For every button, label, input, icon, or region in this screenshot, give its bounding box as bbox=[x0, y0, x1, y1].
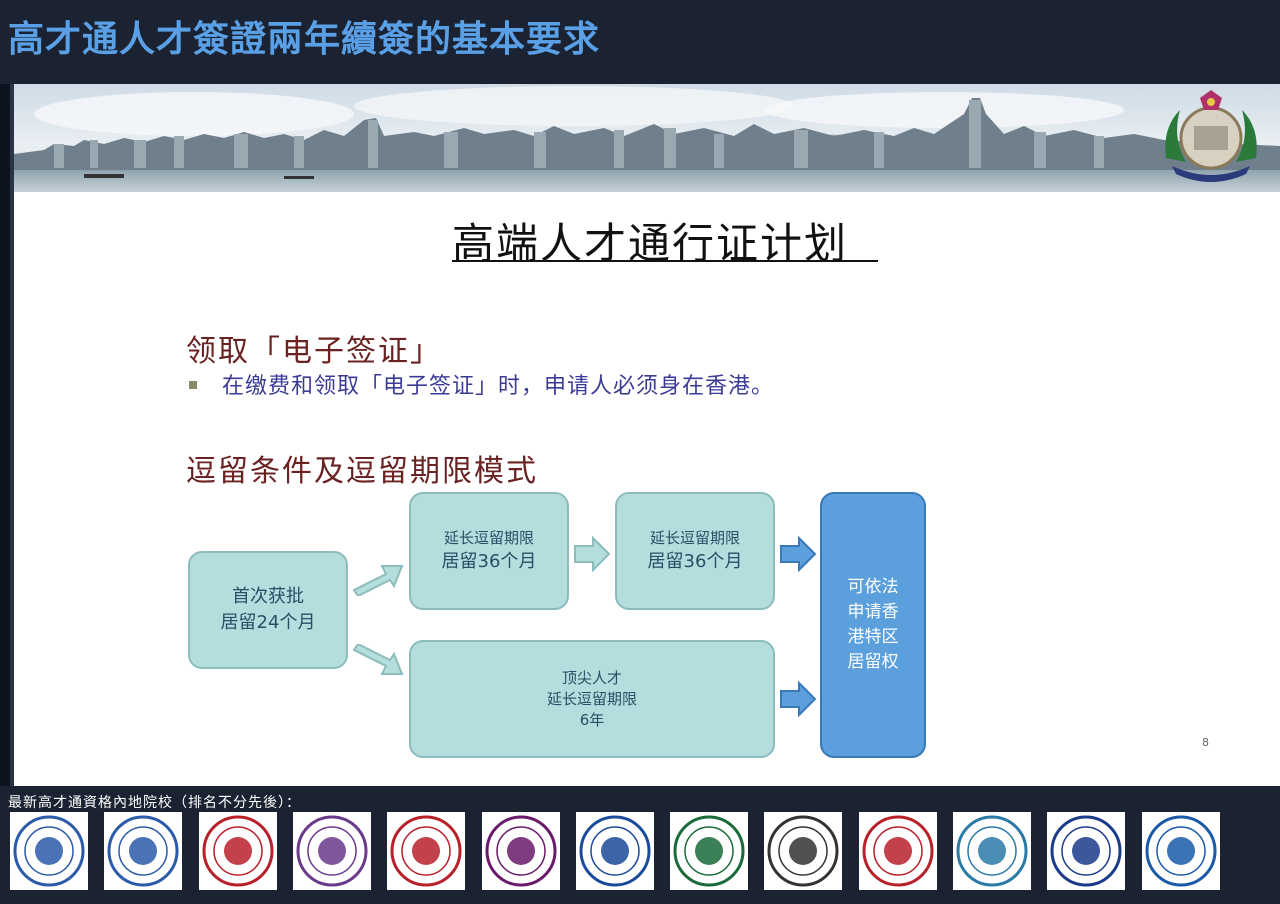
flow-box-line: 居留权 bbox=[847, 652, 899, 672]
hust-logo bbox=[10, 812, 88, 890]
whu-logo bbox=[764, 812, 842, 890]
flow-box-line: 延长逗留期限 bbox=[443, 529, 534, 547]
skyline-banner bbox=[14, 84, 1280, 192]
pku-logo bbox=[199, 812, 277, 890]
ustc-logo bbox=[104, 812, 182, 890]
flow-box-line: 居留36个月 bbox=[647, 551, 743, 572]
flow-box-line: 申请香 bbox=[847, 602, 899, 622]
flow-box-line: 居留24个月 bbox=[220, 612, 316, 633]
hit-logo bbox=[953, 812, 1031, 890]
flow-box-right-of-abode: 可依法 申请香 港特区 居留权 bbox=[820, 492, 926, 758]
arrow-up-right-icon bbox=[352, 565, 404, 596]
flow-box-line: 顶尖人才 bbox=[561, 668, 622, 687]
flow-box-line: 6年 bbox=[579, 710, 605, 729]
slide-title: 高端人才通行证计划 bbox=[452, 219, 849, 268]
page-title: 高才通人才簽證兩年續簽的基本要求 bbox=[8, 19, 601, 60]
sjtu-logo bbox=[387, 812, 465, 890]
flow-box-line: 可依法 bbox=[847, 577, 899, 597]
section-heading-stay-conditions: 逗留条件及逗留期限模式 bbox=[186, 454, 538, 489]
section-heading-evisa: 领取「电子签证」 bbox=[186, 334, 442, 369]
xjtu-logo bbox=[859, 812, 937, 890]
flow-box-line: 延长逗留期限 bbox=[649, 529, 740, 547]
arrow-right-icon bbox=[574, 536, 611, 572]
arrow-down-right-icon bbox=[352, 644, 404, 675]
slide-page-number: 8 bbox=[1202, 736, 1209, 749]
flow-box-line: 居留36个月 bbox=[441, 551, 537, 572]
tsinghua-logo bbox=[293, 812, 371, 890]
bullet-text: 在缴费和领取「电子签证」时，申请人必须身在香港。 bbox=[222, 374, 775, 399]
university-logos bbox=[10, 812, 1270, 892]
flow-box-line: 延长逗留期限 bbox=[546, 689, 637, 708]
csu-logo bbox=[1142, 812, 1220, 890]
flow-box-extension-1: 延长逗留期限 居留36个月 bbox=[409, 492, 569, 610]
flow-box-line: 港特区 bbox=[847, 627, 899, 647]
fudan-logo bbox=[1047, 812, 1125, 890]
zju-logo bbox=[576, 812, 654, 890]
flow-box-top-talent: 顶尖人才 延长逗留期限 6年 bbox=[409, 640, 775, 758]
flow-box-first-approval: 首次获批 居留24个月 bbox=[188, 551, 348, 669]
arrow-right-icon bbox=[780, 536, 817, 572]
slide-title-underline bbox=[452, 260, 878, 262]
top-bar: 高才通人才簽證兩年續簽的基本要求 bbox=[0, 0, 1280, 82]
left-edge-rule bbox=[0, 84, 14, 786]
arrow-right-icon bbox=[780, 681, 817, 717]
presentation-slide: 高端人才通行证计划 领取「电子签证」 在缴费和领取「电子签证」时，申请人必须身在… bbox=[14, 84, 1280, 786]
bullet-marker bbox=[189, 381, 197, 389]
sysu-logo bbox=[670, 812, 748, 890]
bottom-bar: 最新高才通資格內地院校（排名不分先後）： bbox=[0, 786, 1280, 904]
university-list-label: 最新高才通資格內地院校（排名不分先後）： bbox=[8, 795, 301, 811]
flow-box-line: 首次获批 bbox=[232, 586, 304, 607]
nju-logo bbox=[482, 812, 560, 890]
hk-police-emblem bbox=[1165, 90, 1257, 182]
flow-box-extension-2: 延长逗留期限 居留36个月 bbox=[615, 492, 775, 610]
